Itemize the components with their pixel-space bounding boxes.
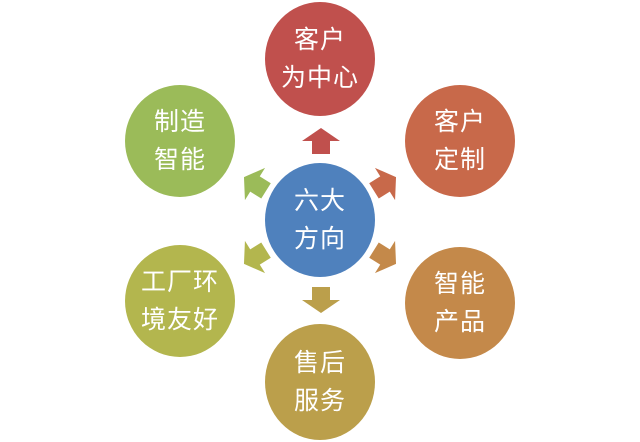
node-line-2: 产品 — [433, 307, 486, 336]
center-node-line-1: 六大 — [293, 186, 346, 215]
arrow-down-icon — [302, 287, 340, 313]
node-smart-manufacturing: 制造 智能 — [125, 85, 235, 197]
node-line-1: 售后 — [293, 348, 346, 377]
node-line-1: 工厂环 — [140, 267, 219, 296]
node-after-sales-service: 售后 服务 — [265, 324, 375, 440]
node-line-1: 客户 — [293, 25, 346, 54]
node-line-1: 客户 — [433, 107, 486, 136]
center-node-line-2: 方向 — [293, 224, 346, 253]
node-line-1: 制造 — [153, 107, 206, 136]
center-node: 六大 方向 — [265, 163, 375, 277]
node-smart-products: 智能 产品 — [405, 247, 515, 359]
node-customer-centric: 客户 为中心 — [265, 2, 375, 116]
node-line-1: 智能 — [433, 269, 486, 298]
node-line-2: 智能 — [153, 145, 206, 174]
node-eco-friendly-factory: 工厂环 境友好 — [125, 245, 235, 357]
arrow-up-icon — [302, 128, 340, 154]
node-line-2: 境友好 — [140, 305, 219, 334]
node-line-2: 服务 — [293, 386, 346, 415]
node-customization: 客户 定制 — [405, 85, 515, 197]
node-line-2: 为中心 — [280, 63, 359, 92]
node-line-2: 定制 — [433, 145, 486, 174]
